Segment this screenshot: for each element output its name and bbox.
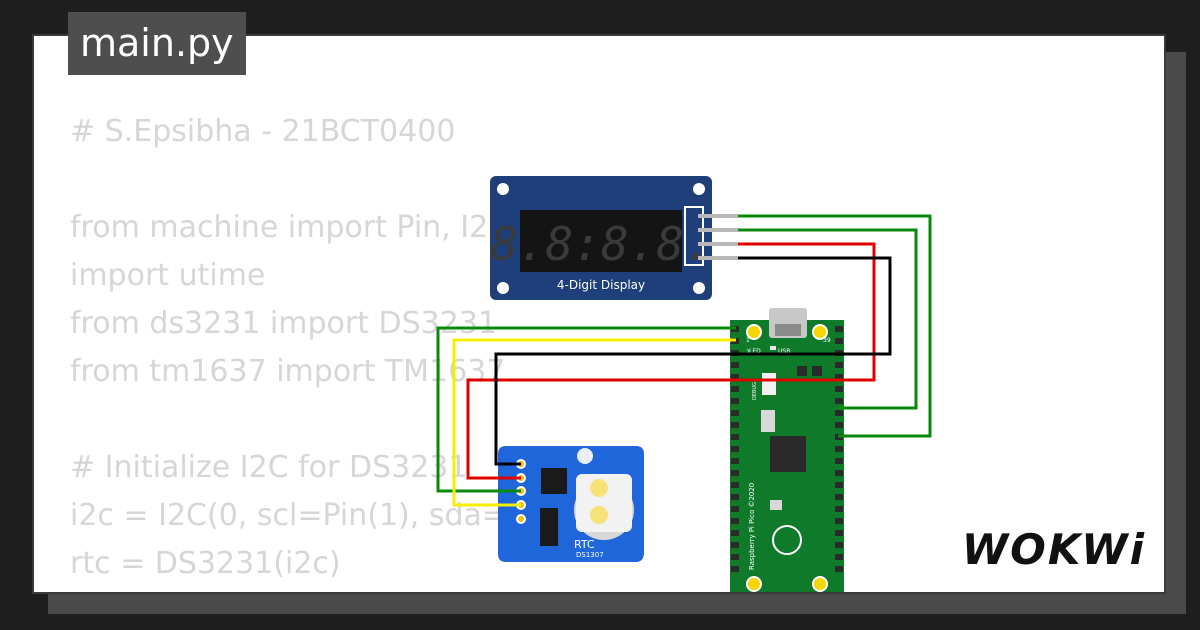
code-line: from tm1637 import TM1637 <box>70 354 506 389</box>
pico-debug-label: DEBUG <box>752 382 758 400</box>
code-editor[interactable]: # S.Epsibha - 21BCT0400 from machine impo… <box>70 108 606 588</box>
wires <box>436 214 932 507</box>
circuit-diagram: 8.8:8.8. 4-Digit Display RTC DS1307 <box>436 176 932 594</box>
wire-gnd <box>494 256 892 466</box>
wire-dio <box>738 228 918 410</box>
wire-sda <box>436 326 736 493</box>
code-line: # Initialize I2C for DS3231 <box>70 450 468 485</box>
rtc-label: RTC <box>574 538 595 551</box>
file-tab-label: main.py <box>80 21 234 65</box>
display-pin-header <box>684 206 704 266</box>
code-line: from ds3231 import DS3231 <box>70 306 497 341</box>
digit-window <box>520 210 682 272</box>
wire-scl <box>452 338 736 507</box>
wire-clk <box>738 214 932 438</box>
pico-usb-label: USB <box>778 348 790 355</box>
rtc-chip-icon <box>541 468 567 494</box>
pico-led <box>770 346 776 350</box>
wire-vcc <box>466 242 876 480</box>
digit-segments: 8.8:8.8. <box>490 217 712 271</box>
pico-right-pins <box>835 326 843 572</box>
pico-led-label: LED <box>749 348 761 355</box>
adafruit-flower-icon <box>577 448 593 464</box>
code-line: rtc = DS3231(i2c) <box>70 546 341 581</box>
rtc-chip-label: DS1307 <box>576 551 604 559</box>
file-tab[interactable]: main.py <box>68 12 246 75</box>
display-pins <box>698 214 738 260</box>
wokwi-logo: WOKWi <box>961 525 1146 574</box>
code-line: # S.Epsibha - 21BCT0400 <box>70 114 456 149</box>
pico-pin-label-1: 1 <box>746 337 750 344</box>
preview-card: # S.Epsibha - 21BCT0400 from machine impo… <box>32 34 1166 594</box>
tm1637-display-module[interactable]: 8.8:8.8. 4-Digit Display <box>490 176 738 300</box>
display-label: 4-Digit Display <box>557 278 645 292</box>
rp2040-chip <box>770 436 806 472</box>
raspberry-pi-pico-board[interactable]: 1 2 39 LED USB DEBUG Raspberry Pi Pico ©… <box>730 308 844 594</box>
code-line: from machine import Pin, I2C <box>70 210 510 245</box>
code-line: import utime <box>70 258 266 293</box>
pico-pin-label-39: 39 <box>823 337 831 344</box>
raspberry-pi-logo-icon <box>772 525 802 555</box>
pico-left-pins <box>731 326 739 572</box>
pico-board-label: Raspberry Pi Pico ©2020 <box>748 483 756 570</box>
